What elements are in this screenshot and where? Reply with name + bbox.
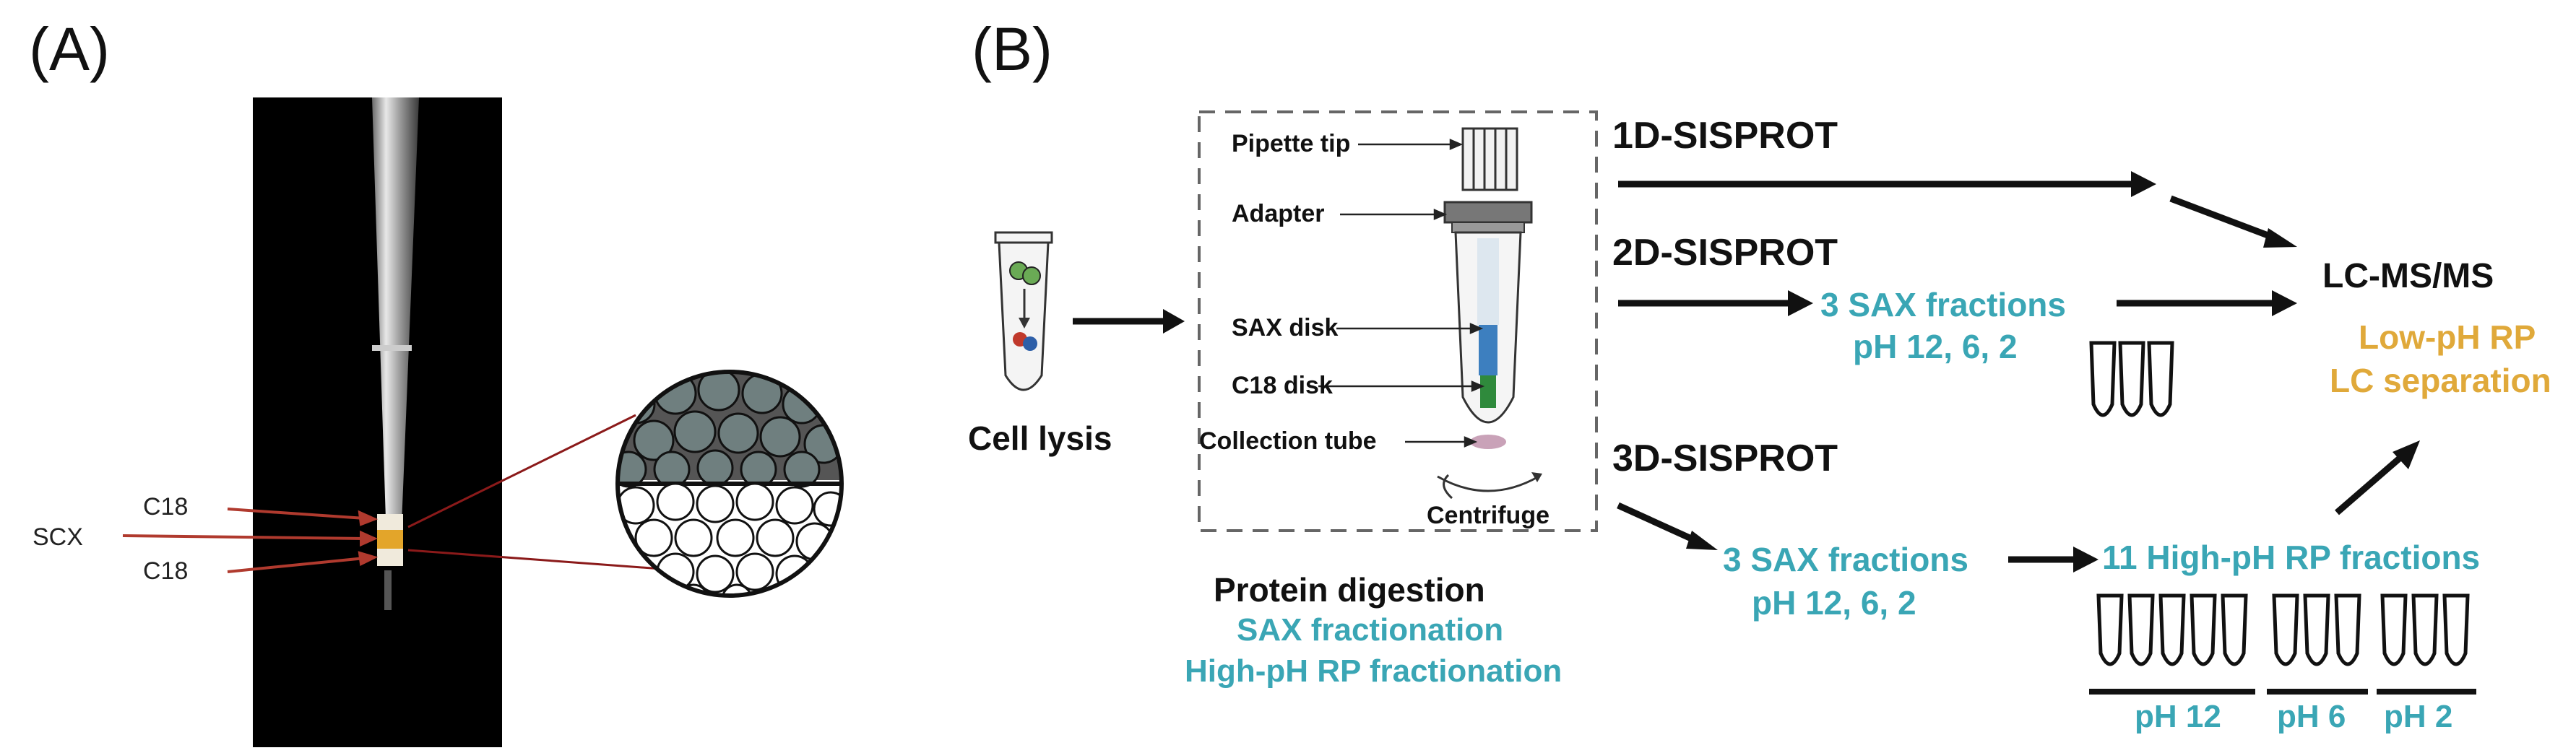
label-c18-disk: C18 disk bbox=[1232, 372, 1333, 399]
callout-scx: SCX bbox=[33, 523, 83, 551]
group-ph6: pH 6 bbox=[2277, 699, 2346, 734]
panel-a-label: (A) bbox=[29, 15, 110, 83]
high-ph-title: 11 High-pH RP fractions bbox=[2102, 539, 2481, 576]
label-pipette-tip: Pipette tip bbox=[1232, 130, 1351, 157]
lc-separation-label: LC separation bbox=[2330, 362, 2551, 399]
high-ph-rp-fractionation-label: High-pH RP fractionation bbox=[1185, 653, 1563, 689]
tip-end bbox=[384, 570, 392, 610]
label-collection-tube: Collection tube bbox=[1199, 427, 1377, 455]
cell-lysis-label: Cell lysis bbox=[968, 419, 1112, 457]
sax-fractionation-label: SAX fractionation bbox=[1237, 612, 1504, 648]
label-adapter: Adapter bbox=[1232, 200, 1325, 227]
group-ph2: pH 2 bbox=[2384, 699, 2453, 734]
three-d-fractions-title: 3 SAX fractions bbox=[1723, 541, 1968, 578]
two-d-fractions-title: 3 SAX fractions bbox=[1820, 286, 2066, 323]
callout-c18-top: C18 bbox=[143, 493, 189, 521]
group-ph12: pH 12 bbox=[2135, 699, 2221, 734]
c18-top-band bbox=[377, 514, 403, 530]
route-3d-label: 3D-SISPROT bbox=[1612, 438, 1838, 479]
three-d-fractions-ph: pH 12, 6, 2 bbox=[1752, 584, 1916, 622]
low-ph-rp-label: Low-pH RP bbox=[2359, 318, 2536, 356]
callout-c18-bottom: C18 bbox=[143, 557, 189, 585]
panel-b-label: (B) bbox=[972, 15, 1053, 83]
pipette-tip-shape bbox=[372, 97, 419, 541]
route-2d-label: 2D-SISPROT bbox=[1612, 232, 1838, 274]
route-1d-label: 1D-SISPROT bbox=[1612, 115, 1838, 157]
lcmsms-title: LC-MS/MS bbox=[2322, 257, 2494, 295]
protein-digestion-label: Protein digestion bbox=[1214, 571, 1485, 609]
tip-ring bbox=[372, 345, 412, 351]
magnified-disk bbox=[618, 372, 842, 596]
device-frame bbox=[1198, 110, 1598, 532]
two-d-fractions-ph: pH 12, 6, 2 bbox=[1853, 328, 2018, 365]
c18-bottom-band bbox=[377, 549, 403, 566]
high-ph-tubes bbox=[2096, 593, 2470, 666]
sax-tubes-2d bbox=[2089, 341, 2174, 417]
label-sax-disk: SAX disk bbox=[1232, 314, 1339, 341]
label-centrifuge: Centrifuge bbox=[1427, 502, 1550, 529]
scx-band bbox=[377, 530, 403, 549]
